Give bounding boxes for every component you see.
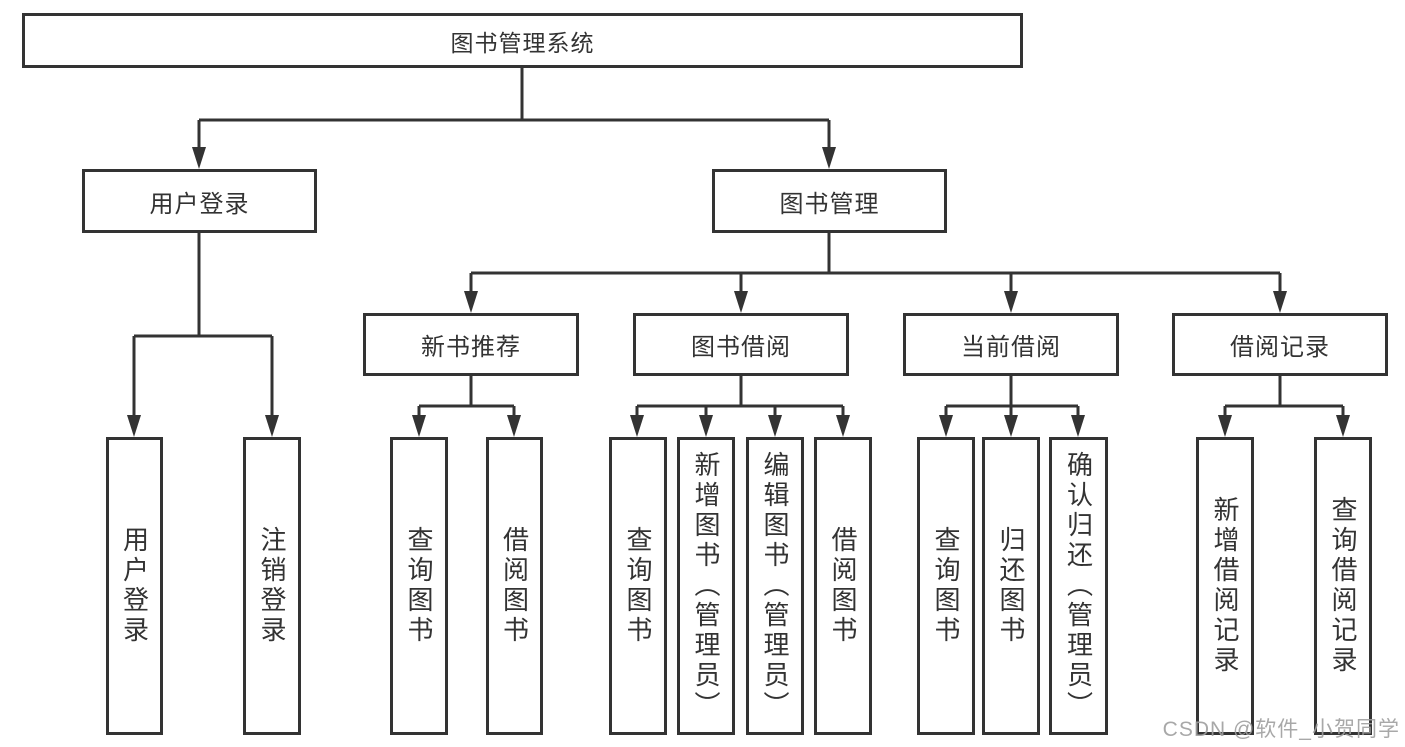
node-label: 查询图书 — [404, 526, 434, 646]
csdn-watermark: CSDN @软件_小贺同学 — [1162, 718, 1400, 741]
node-label: 注销登录 — [257, 526, 287, 646]
node-label: 用户登录 — [119, 526, 150, 646]
node-leaf-user-login: 用户登录 — [106, 437, 163, 735]
node-leaf-edit-books-admin: 编辑图书（管理员） — [746, 437, 804, 735]
node-leaf-borrow-books-2: 借阅图书 — [814, 437, 872, 735]
node-leaf-borrow-books-1: 借阅图书 — [486, 437, 543, 735]
node-label: 借阅图书 — [499, 526, 530, 646]
node-label: 确认归还（管理员） — [1063, 451, 1094, 721]
node-leaf-add-books-admin: 新增图书（管理员） — [677, 437, 735, 735]
node-root-system: 图书管理系统 — [22, 13, 1023, 68]
node-borrowing-records: 借阅记录 — [1172, 313, 1388, 376]
node-book-management: 图书管理 — [712, 169, 947, 233]
arrowhead-icons — [127, 147, 1350, 437]
node-label: 当前借阅 — [961, 334, 1061, 361]
node-label: 新增借阅记录 — [1210, 496, 1240, 676]
node-label: 归还图书 — [996, 526, 1026, 646]
node-leaf-logout: 注销登录 — [243, 437, 301, 735]
node-label: 新增图书（管理员） — [691, 451, 721, 721]
node-leaf-query-books-1: 查询图书 — [390, 437, 448, 735]
node-label: 查询图书 — [623, 526, 653, 646]
node-leaf-query-books-3: 查询图书 — [917, 437, 975, 735]
node-leaf-query-books-2: 查询图书 — [609, 437, 667, 735]
node-book-borrowing: 图书借阅 — [633, 313, 849, 376]
node-leaf-add-borrow-record: 新增借阅记录 — [1196, 437, 1254, 735]
node-label: 图书管理系统 — [450, 29, 595, 56]
node-label: 借阅记录 — [1230, 334, 1330, 361]
node-leaf-query-borrow-record: 查询借阅记录 — [1314, 437, 1372, 735]
node-label: 查询图书 — [931, 526, 961, 646]
node-label: 图书管理 — [779, 190, 880, 218]
node-label: 图书借阅 — [691, 334, 791, 361]
node-leaf-return-books: 归还图书 — [982, 437, 1040, 735]
node-label: 新书推荐 — [421, 334, 521, 361]
node-label: 用户登录 — [149, 190, 250, 218]
node-new-book-recommend: 新书推荐 — [363, 313, 579, 376]
node-user-login: 用户登录 — [82, 169, 317, 233]
node-label: 编辑图书（管理员） — [760, 451, 790, 721]
node-current-borrowing: 当前借阅 — [903, 313, 1119, 376]
node-label: 查询借阅记录 — [1328, 496, 1358, 676]
node-label: 借阅图书 — [828, 526, 858, 646]
node-leaf-confirm-return-admin: 确认归还（管理员） — [1049, 437, 1108, 735]
